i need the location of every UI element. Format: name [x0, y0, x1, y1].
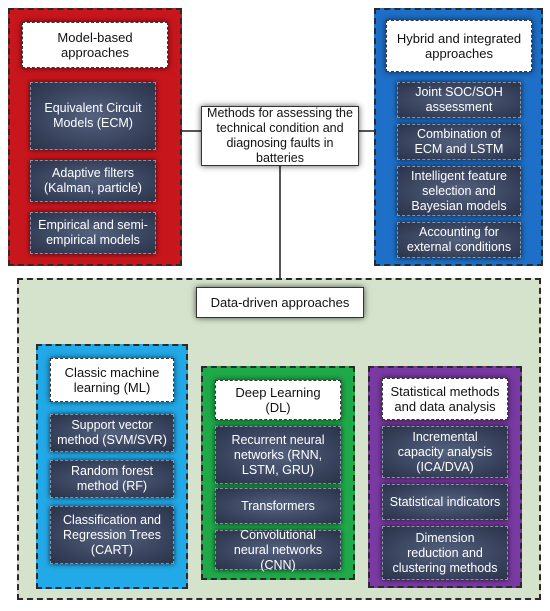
ica-item: Incremental capacity analysis (ICA/DVA): [382, 426, 508, 478]
statistical-indicators-item: Statistical indicators: [382, 484, 508, 520]
dimension-reduction-item: Dimension reduction and clustering metho…: [382, 526, 508, 580]
stat-panel: Statistical methods and data analysis In…: [368, 366, 522, 588]
stat-title: Statistical methods and data analysis: [382, 378, 508, 420]
ecm-lstm-item: Combination of ECM and LSTM: [397, 124, 521, 160]
rnn-item: Recurrent neural networks (RNN, LSTM, GR…: [215, 426, 341, 484]
transformers-item: Transformers: [215, 488, 341, 524]
ecm-item: Equivalent Circuit Models (ECM): [30, 82, 156, 150]
feature-selection-item: Intelligent feature selection and Bayesi…: [397, 166, 521, 216]
connector-center-to-data: [279, 166, 281, 278]
joint-soc-soh-item: Joint SOC/SOH assessment: [397, 82, 521, 118]
cart-item: Classification and Regression Trees (CAR…: [50, 506, 174, 564]
adaptive-filters-item: Adaptive filters (Kalman, particle): [30, 160, 156, 202]
dl-title: Deep Learning (DL): [215, 380, 341, 420]
model-based-panel: Model-based approaches Equivalent Circui…: [8, 8, 182, 266]
cnn-item: Convolutional neural networks (CNN): [215, 528, 341, 572]
svm-item: Support vector method (SVM/SVR): [50, 414, 174, 452]
hybrid-title: Hybrid and integrated approaches: [386, 20, 532, 72]
connector-center-to-hybrid: [359, 130, 379, 132]
data-driven-title: Data-driven approaches: [196, 287, 364, 318]
ml-panel: Classic machine learning (ML) Support ve…: [36, 344, 188, 589]
model-based-title: Model-based approaches: [22, 22, 168, 68]
center-methods-box: Methods for assessing the technical cond…: [201, 106, 359, 166]
dl-panel: Deep Learning (DL) Recurrent neural netw…: [201, 366, 355, 580]
external-conditions-item: Accounting for external conditions: [397, 222, 521, 258]
connector-center-to-model: [181, 130, 201, 132]
random-forest-item: Random forest method (RF): [50, 460, 174, 498]
empirical-models-item: Empirical and semi-empirical models: [30, 212, 156, 254]
hybrid-panel: Hybrid and integrated approaches Joint S…: [374, 8, 543, 266]
ml-title: Classic machine learning (ML): [50, 358, 174, 402]
